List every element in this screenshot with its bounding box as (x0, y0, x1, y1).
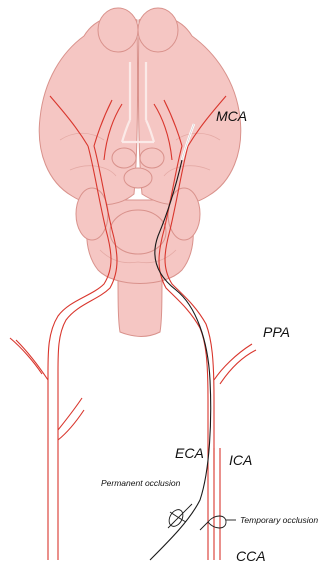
label-eca: ECA (175, 445, 204, 461)
left-eca-branch (58, 398, 82, 430)
pituitary-lobe-left (112, 148, 136, 168)
right-ppa-branch (214, 344, 252, 380)
label-temporary-occlusion: Temporary occlusion (240, 515, 318, 525)
brain (39, 8, 241, 337)
left-lateral-lobe (76, 188, 108, 240)
label-ppa: PPA (263, 324, 290, 340)
left-olfactory-bulb (98, 8, 138, 52)
pituitary-lobe-right (140, 148, 164, 168)
temporary-occlusion-knot (200, 516, 236, 530)
pons (110, 210, 166, 254)
label-ica: ICA (229, 452, 252, 468)
label-cca: CCA (236, 548, 266, 564)
pituitary-center (124, 168, 152, 188)
right-olfactory-bulb (138, 8, 178, 52)
left-ppa-branch-2 (10, 338, 42, 374)
permanent-occlusion-knot (166, 504, 192, 529)
label-mca: MCA (216, 108, 247, 124)
label-permanent-occlusion: Permanent occlusion (101, 478, 181, 488)
right-ppa-branch-2 (220, 350, 256, 384)
